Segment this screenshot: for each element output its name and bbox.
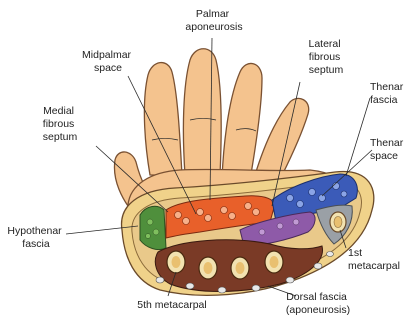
fifth-metacarpal-marrow [172, 256, 181, 268]
fifth-metacarpal-label: 5th metacarpal [137, 299, 206, 311]
lateral-fibrous-septum-label: Lateral fibrous septum [308, 38, 343, 76]
hypothenar-muscle-fiber [153, 229, 159, 235]
thenar-fascia-label: Thenar fascia [370, 81, 404, 106]
first-metacarpal-label: 1st metacarpal [348, 247, 400, 272]
thenar-fascia-leader [346, 98, 370, 176]
hypothenar-fascia-label: Hypothenar fascia [7, 225, 64, 250]
hypothenar-muscle-fiber [147, 219, 153, 225]
fourth-metacarpal-marrow [204, 262, 213, 274]
palmar-aponeurosis-label: Palmar aponeurosis [185, 8, 242, 33]
hypothenar-compartment [140, 206, 166, 249]
ring-finger [222, 63, 262, 180]
dorsal-fascia-label: Dorsal fascia (aponeurosis) [286, 291, 350, 316]
third-metacarpal-marrow [236, 262, 245, 274]
thenar-space-label: Thenar space [370, 137, 404, 162]
medial-fibrous-septum-label: Medial fibrous septum [43, 105, 78, 143]
first-metacarpal-marrow [334, 217, 342, 228]
middle-finger [183, 49, 221, 175]
index-finger [144, 63, 182, 175]
midpalmar-space-label: Midpalmar space [82, 49, 134, 74]
second-metacarpal-marrow [270, 256, 279, 268]
hypothenar-muscle-fiber [146, 234, 151, 239]
cross-section [122, 172, 374, 296]
